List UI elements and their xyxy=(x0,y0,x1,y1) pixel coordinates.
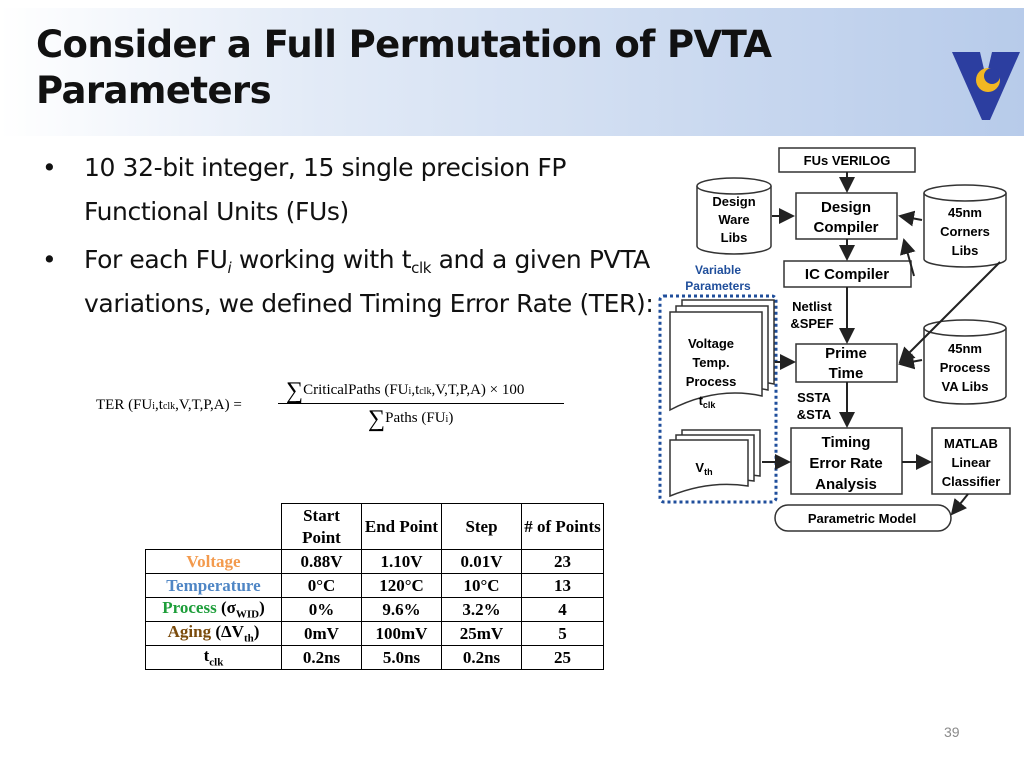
table-cell: 9.6% xyxy=(361,597,442,622)
bullet-list: •10 32-bit integer, 15 single precision … xyxy=(42,146,662,330)
formula-lhs: TER (FUi,tclk,V,T,P,A) = xyxy=(96,397,242,413)
table-cell: 23 xyxy=(521,549,604,574)
bullet-item: •For each FUi working with tclk and a gi… xyxy=(42,245,654,318)
bullet-text: For each FUi working with tclk and a giv… xyxy=(84,245,654,318)
netlist-spef-label: Netlist&SPEF xyxy=(790,299,833,331)
table-cell: 0.2ns xyxy=(441,645,522,670)
table-cell: 0.2ns xyxy=(281,645,362,670)
table-cell: 25mV xyxy=(441,621,522,646)
table-cell: 5 xyxy=(521,621,604,646)
table-cell: 0°C xyxy=(281,573,362,598)
page-number: 39 xyxy=(944,724,960,740)
variable-parameters-box xyxy=(658,294,778,504)
vth-document-stack: Vth xyxy=(669,429,761,498)
table-cell: 100mV xyxy=(361,621,442,646)
svg-text:Vth: Vth xyxy=(695,460,712,477)
table-header-row: Start Point End Point Step # of Points xyxy=(145,503,604,550)
ter-analysis-box xyxy=(790,427,903,495)
title-bar: Consider a Full Permutation of PVTA Para… xyxy=(0,8,1024,136)
prime-time-box xyxy=(795,343,898,383)
ssta-sta-label: SSTA&STA xyxy=(797,390,832,422)
flow-arrows xyxy=(762,172,1001,516)
pvta-parameter-table: Start Point End Point Step # of Points V… xyxy=(145,503,604,670)
university-logo-icon xyxy=(952,52,1020,120)
bullet-item: •10 32-bit integer, 15 single precision … xyxy=(42,153,567,226)
ic-compiler-label: IC Compiler xyxy=(805,266,889,283)
table-row: Voltage 0.88V 1.10V 0.01V 23 xyxy=(145,549,604,574)
table-header: Step xyxy=(441,503,522,550)
matlab-classifier-box xyxy=(931,427,1011,495)
table-row: Aging (ΔVth) 0mV 100mV 25mV 5 xyxy=(145,621,604,646)
formula-numerator: ∑CriticalPaths (FUi,tclk,V,T,P,A) × 100 xyxy=(286,378,525,404)
fraction-bar xyxy=(278,403,564,404)
ic-compiler-box xyxy=(783,260,912,288)
table-cell: 25 xyxy=(521,645,604,670)
table-header: # of Points xyxy=(521,503,604,550)
slide-title: Consider a Full Permutation of PVTA Para… xyxy=(36,23,772,112)
table-row: Process (σWID) 0% 9.6% 3.2% 4 xyxy=(145,597,604,622)
parametric-model-label: Parametric Model xyxy=(808,511,916,526)
table-header: Start Point xyxy=(281,503,362,550)
row-label: Temperature xyxy=(145,573,282,598)
fus-verilog-box xyxy=(778,147,916,173)
table-header: End Point xyxy=(361,503,442,550)
formula-denominator: ∑Paths (FUi) xyxy=(368,406,454,432)
row-label: Process (σWID) xyxy=(145,597,282,622)
fus-verilog-label: FUs VERILOG xyxy=(804,153,891,168)
row-label: tclk xyxy=(145,645,282,670)
row-label: Voltage xyxy=(145,549,282,574)
row-label: Aging (ΔVth) xyxy=(145,621,282,646)
table-cell: 13 xyxy=(521,573,604,598)
design-compiler-box xyxy=(795,192,898,240)
parametric-model-box xyxy=(774,504,952,532)
table-cell: 0.01V xyxy=(441,549,522,574)
table-cell: 0% xyxy=(281,597,362,622)
table-row: tclk 0.2ns 5.0ns 0.2ns 25 xyxy=(145,645,604,670)
bullet-text: 10 32-bit integer, 15 single precision F… xyxy=(84,153,567,226)
